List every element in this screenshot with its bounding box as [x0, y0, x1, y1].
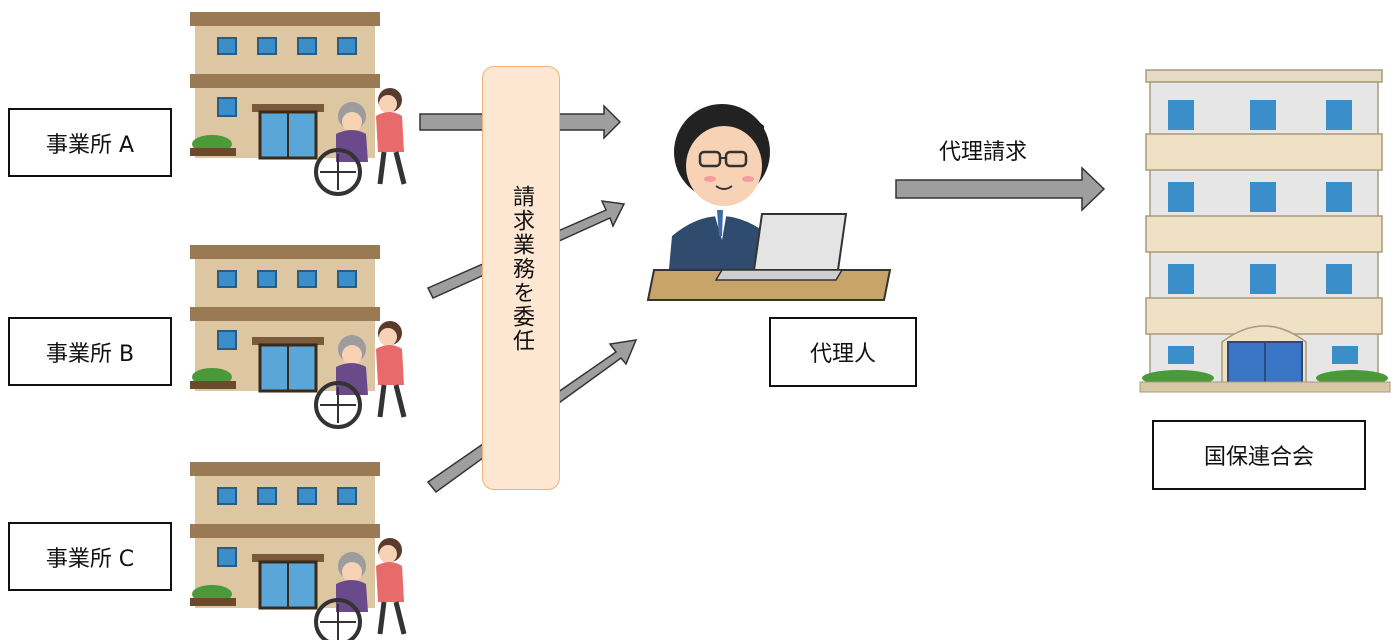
agent-label-box: 代理人 [769, 317, 917, 387]
office-a-label-box: 事業所 A [8, 108, 172, 177]
delegation-label: 請求業務を委任 [509, 185, 534, 353]
agent-illustration [646, 104, 892, 301]
arrow-agent-to-federation [895, 166, 1106, 212]
facility-c-illustration [190, 462, 404, 640]
delegation-banner: 請求業務を委任 [482, 66, 560, 490]
office-c-label: 事業所 C [45, 546, 135, 572]
facility-a-illustration [190, 12, 404, 194]
office-a-label: 事業所 A [45, 132, 135, 158]
office-c-label-box: 事業所 C [8, 522, 172, 591]
office-b-label: 事業所 B [45, 341, 135, 367]
office-b-label-box: 事業所 B [8, 317, 172, 386]
federation-label: 国保連合会 [1203, 445, 1314, 470]
proxy-claim-label: 代理請求 [939, 140, 1028, 165]
federation-label-box: 国保連合会 [1152, 420, 1366, 490]
federation-building-illustration [1139, 69, 1391, 393]
agent-label: 代理人 [809, 342, 876, 367]
facility-b-illustration [190, 245, 404, 427]
